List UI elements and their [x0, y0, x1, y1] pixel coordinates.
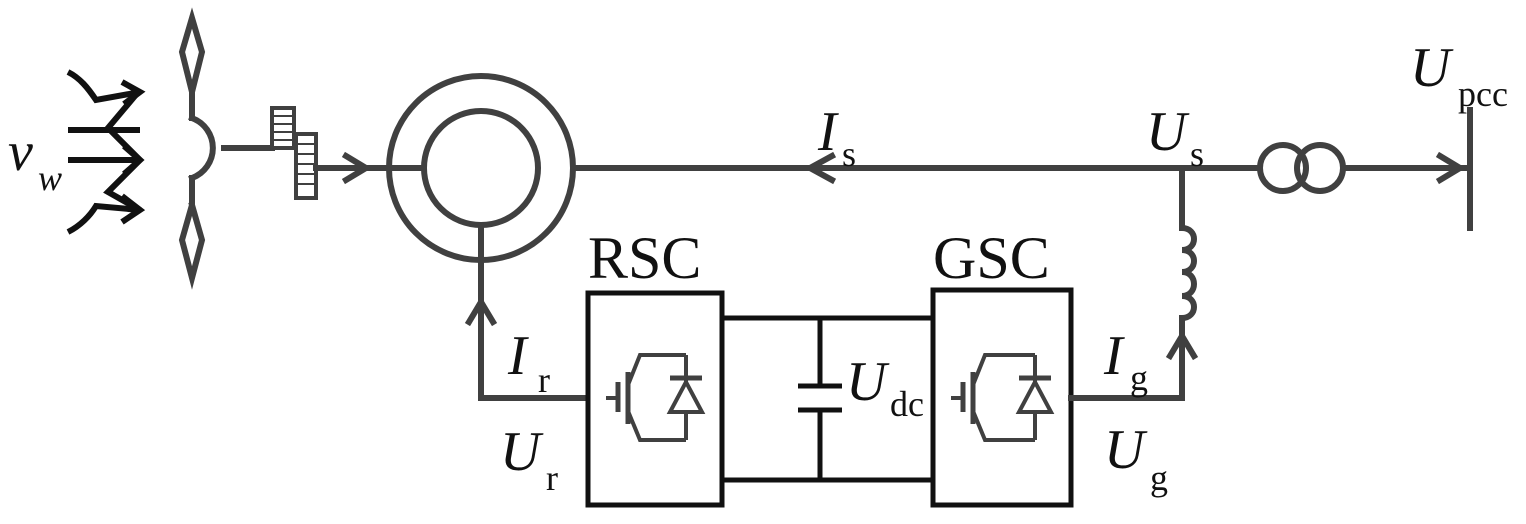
label-rotor-voltage: U r — [500, 421, 558, 498]
gsc-label: GSC — [933, 225, 1050, 291]
label-main: U — [846, 351, 890, 413]
label-main: U — [500, 421, 544, 483]
dfig-generator — [386, 73, 576, 263]
label-sub: g — [1130, 358, 1148, 398]
label-sub: pcc — [1458, 74, 1508, 114]
label-sub: dc — [890, 384, 924, 424]
label-main: v — [8, 121, 33, 183]
label-main: U — [1410, 37, 1454, 99]
label-main: I — [507, 325, 529, 387]
label-main: I — [817, 101, 839, 163]
label-wind-speed: v w — [8, 121, 62, 198]
label-stator-voltage: U s — [1146, 101, 1204, 174]
gsc-block — [930, 287, 1074, 508]
label-rotor-current: I r — [507, 325, 550, 400]
label-sub: r — [546, 458, 558, 498]
label-main: I — [1103, 325, 1125, 387]
label-dc-voltage: U dc — [846, 351, 924, 424]
dc-link — [722, 315, 933, 483]
label-sub: s — [1190, 134, 1204, 174]
rotor-line — [464, 222, 591, 401]
label-stator-current: I s — [817, 101, 856, 174]
label-grid-voltage: U g — [1104, 419, 1168, 498]
label-sub: r — [538, 360, 550, 400]
turbine-rotor — [178, 7, 275, 290]
label-main: U — [1104, 419, 1148, 481]
label-sub: w — [38, 158, 62, 198]
label-main: U — [1146, 101, 1190, 163]
label-sub: s — [842, 134, 856, 174]
grid-filter — [1068, 165, 1199, 401]
label-pcc-voltage: U pcc — [1410, 37, 1508, 114]
wind-arrows — [66, 69, 146, 235]
stator-line — [570, 107, 1473, 231]
rsc-label: RSC — [588, 225, 701, 291]
rsc-block — [585, 290, 725, 508]
gearbox — [270, 106, 395, 200]
label-sub: g — [1150, 458, 1168, 498]
label-grid-current: I g — [1103, 325, 1148, 398]
